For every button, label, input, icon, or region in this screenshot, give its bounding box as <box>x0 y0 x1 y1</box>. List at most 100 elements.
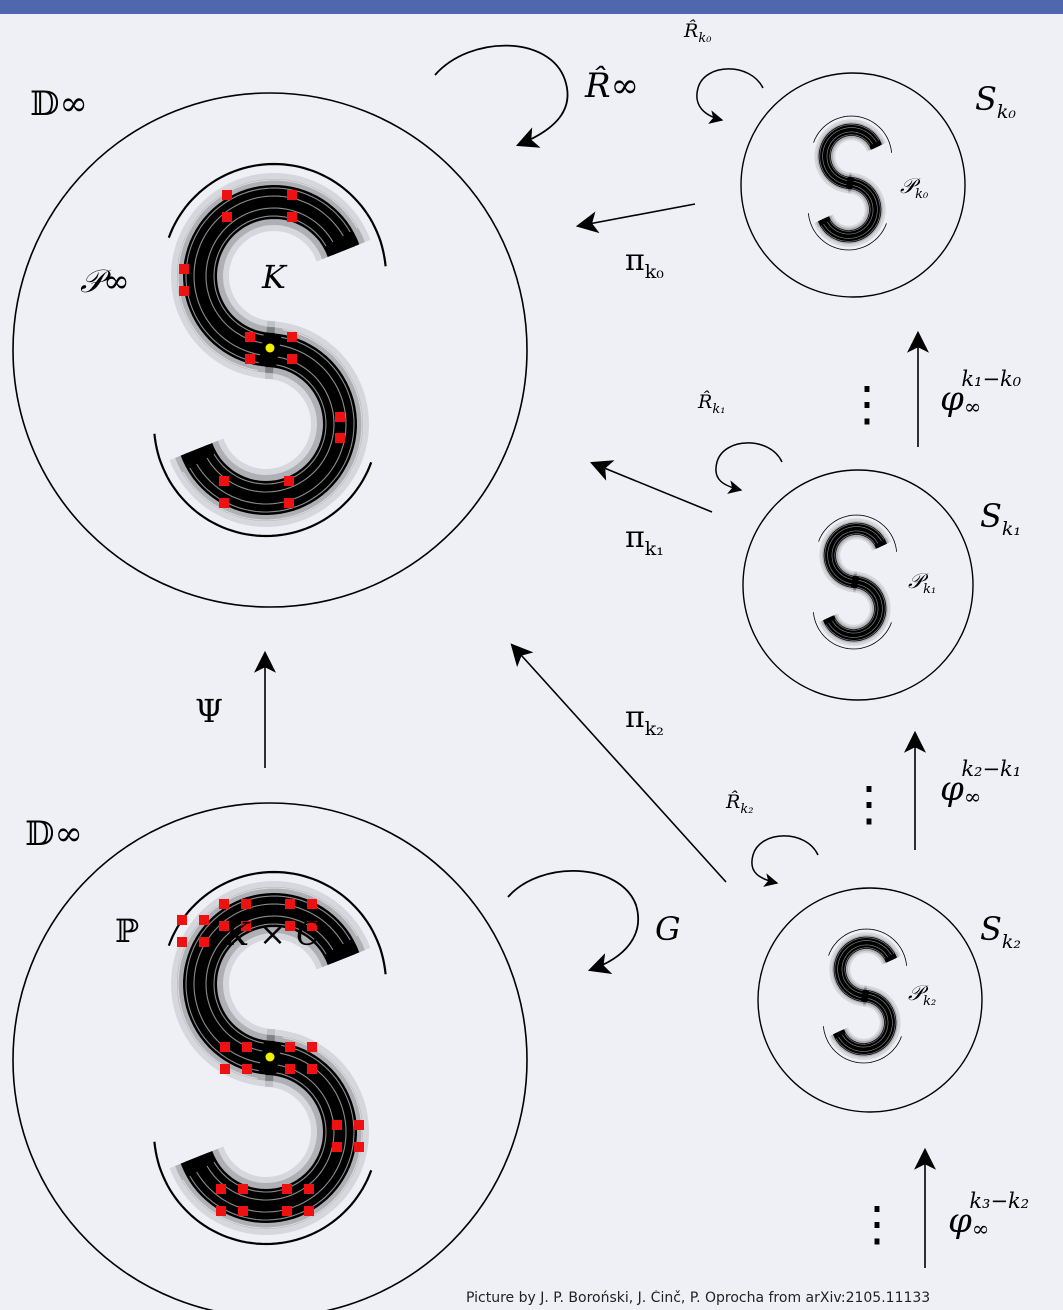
pseudo-arc-striation <box>182 328 363 521</box>
image-credit-caption: Picture by J. P. Boroński, J. Činč, P. O… <box>466 1290 931 1306</box>
sphere-k2-label: Sk₂ <box>980 910 1021 953</box>
top-marker-squares <box>179 190 345 508</box>
marker-square <box>242 1042 252 1052</box>
pseudo-arc-striation <box>842 998 889 1048</box>
marker-square <box>284 476 294 486</box>
marker-square <box>241 921 251 931</box>
pseudo-arc-striation <box>834 533 876 577</box>
pseudo-arc-striation <box>829 134 871 178</box>
marker-square <box>216 1184 226 1194</box>
pseudo-arc-striation <box>206 1064 335 1201</box>
sphere-k0-set-label: 𝒫k₀ <box>900 174 929 202</box>
sphere-k1-pseudo-arc <box>813 514 897 650</box>
pseudo-arc-striation <box>205 207 334 344</box>
projection-label-k2: πk₂ <box>625 700 664 740</box>
pseudo-arc-striation <box>827 185 874 235</box>
marker-square <box>282 1184 292 1194</box>
marker-square <box>241 899 251 909</box>
pseudo-arc-striation <box>829 188 871 232</box>
rotation-label-k1: R̂k₁ <box>697 391 725 417</box>
pseudo-arc-striation <box>832 584 879 634</box>
sphere-k1-set-label: 𝒫k₁ <box>908 569 936 597</box>
sphere-k0-circle <box>740 72 966 298</box>
marker-square <box>287 190 297 200</box>
bottom-center-point <box>265 1052 275 1062</box>
pseudo-arc-striation <box>820 178 881 242</box>
pseudo-arc-striation <box>193 195 344 356</box>
bottom-marker-squares <box>177 899 364 1216</box>
sphere-k0-pseudo-arc <box>808 115 892 251</box>
marker-square <box>222 190 232 200</box>
pseudo-arc-tail <box>153 433 373 538</box>
bottom-disk-circle <box>12 802 528 1310</box>
psi-label: Ψ <box>195 692 223 730</box>
marker-square <box>219 476 229 486</box>
pseudo-arc-striation <box>828 580 883 638</box>
pseudo-arc-striation <box>823 181 878 239</box>
pseudo-arc-striation <box>844 1001 886 1045</box>
phi-label-k1-k0: φ∞k₁−k₀ <box>940 367 1022 419</box>
top-center-point <box>265 343 275 353</box>
marker-square <box>287 212 297 222</box>
marker-square <box>307 1042 317 1052</box>
pseudo-arc-striation <box>823 574 889 644</box>
pseudo-arc-striation <box>825 577 886 641</box>
pseudo-arc-striation <box>185 187 351 364</box>
marker-square <box>219 498 229 508</box>
pseudo-arc-band <box>186 896 356 1071</box>
pseudo-arc-striation <box>177 887 358 1080</box>
sphere-k1-label: Sk₁ <box>980 497 1021 540</box>
ellipsis-dots-3: ⋮ <box>853 1196 901 1252</box>
bottom-inner-label: K × C <box>224 915 321 953</box>
pseudo-arc-striation <box>177 179 358 372</box>
marker-square <box>199 937 209 947</box>
pseudo-arc-striation <box>818 175 884 245</box>
marker-square <box>307 921 317 931</box>
bottom-pseudo-arc-shape <box>153 870 387 1246</box>
top-disk-circle <box>12 92 528 608</box>
sphere-k0-label: Sk₀ <box>975 80 1016 123</box>
map-arrow-G <box>507 870 639 974</box>
pseudo-arc-striation <box>835 991 896 1055</box>
projection-arrow-k2 <box>510 643 727 883</box>
pseudo-arc-striation <box>822 127 877 185</box>
pseudo-arc-striation <box>819 124 880 188</box>
rotation-arrow-k0 <box>696 68 764 124</box>
map-label-G: G <box>655 910 681 948</box>
projection-arrow-k0 <box>575 203 696 234</box>
pseudo-arc-striation <box>185 895 351 1072</box>
pseudo-arc-tail <box>167 162 387 267</box>
rotation-arrow-k1 <box>715 442 783 494</box>
pseudo-arc-striation <box>827 526 882 584</box>
marker-square <box>177 937 187 947</box>
marker-square <box>304 1206 314 1216</box>
pseudo-arc-striation <box>196 1052 347 1213</box>
rotation-label-infinity: R̂∞ <box>584 65 639 106</box>
marker-square <box>307 899 317 909</box>
pseudo-arc-striation <box>821 520 887 590</box>
pseudo-arc-tail <box>818 514 897 552</box>
marker-square <box>285 1042 295 1052</box>
marker-square <box>242 1064 252 1074</box>
marker-square <box>216 1206 226 1216</box>
bottom-space-label: 𝔻∞ <box>25 814 83 854</box>
pseudo-arc-striation <box>816 121 882 191</box>
marker-square <box>284 498 294 508</box>
sphere-k2-set-label: 𝒫k₂ <box>908 981 936 1009</box>
pseudo-arc-striation <box>182 1036 363 1229</box>
pseudo-arc-striation <box>205 915 334 1052</box>
pseudo-arc-striation <box>213 923 327 1044</box>
marker-square <box>282 1206 292 1216</box>
pseudo-arc-striation <box>213 364 327 485</box>
pseudo-arc-striation <box>206 356 335 493</box>
top-inner-label: K <box>261 258 288 296</box>
pseudo-arc-striation <box>196 344 347 505</box>
top-space-label: 𝔻∞ <box>30 84 88 124</box>
rotation-label-k2: R̂k₂ <box>725 791 753 817</box>
marker-square <box>335 433 345 443</box>
marker-square <box>179 286 189 296</box>
marker-square <box>354 1120 364 1130</box>
pseudo-arc-striation <box>826 131 873 181</box>
pseudo-arc-band <box>825 524 886 587</box>
